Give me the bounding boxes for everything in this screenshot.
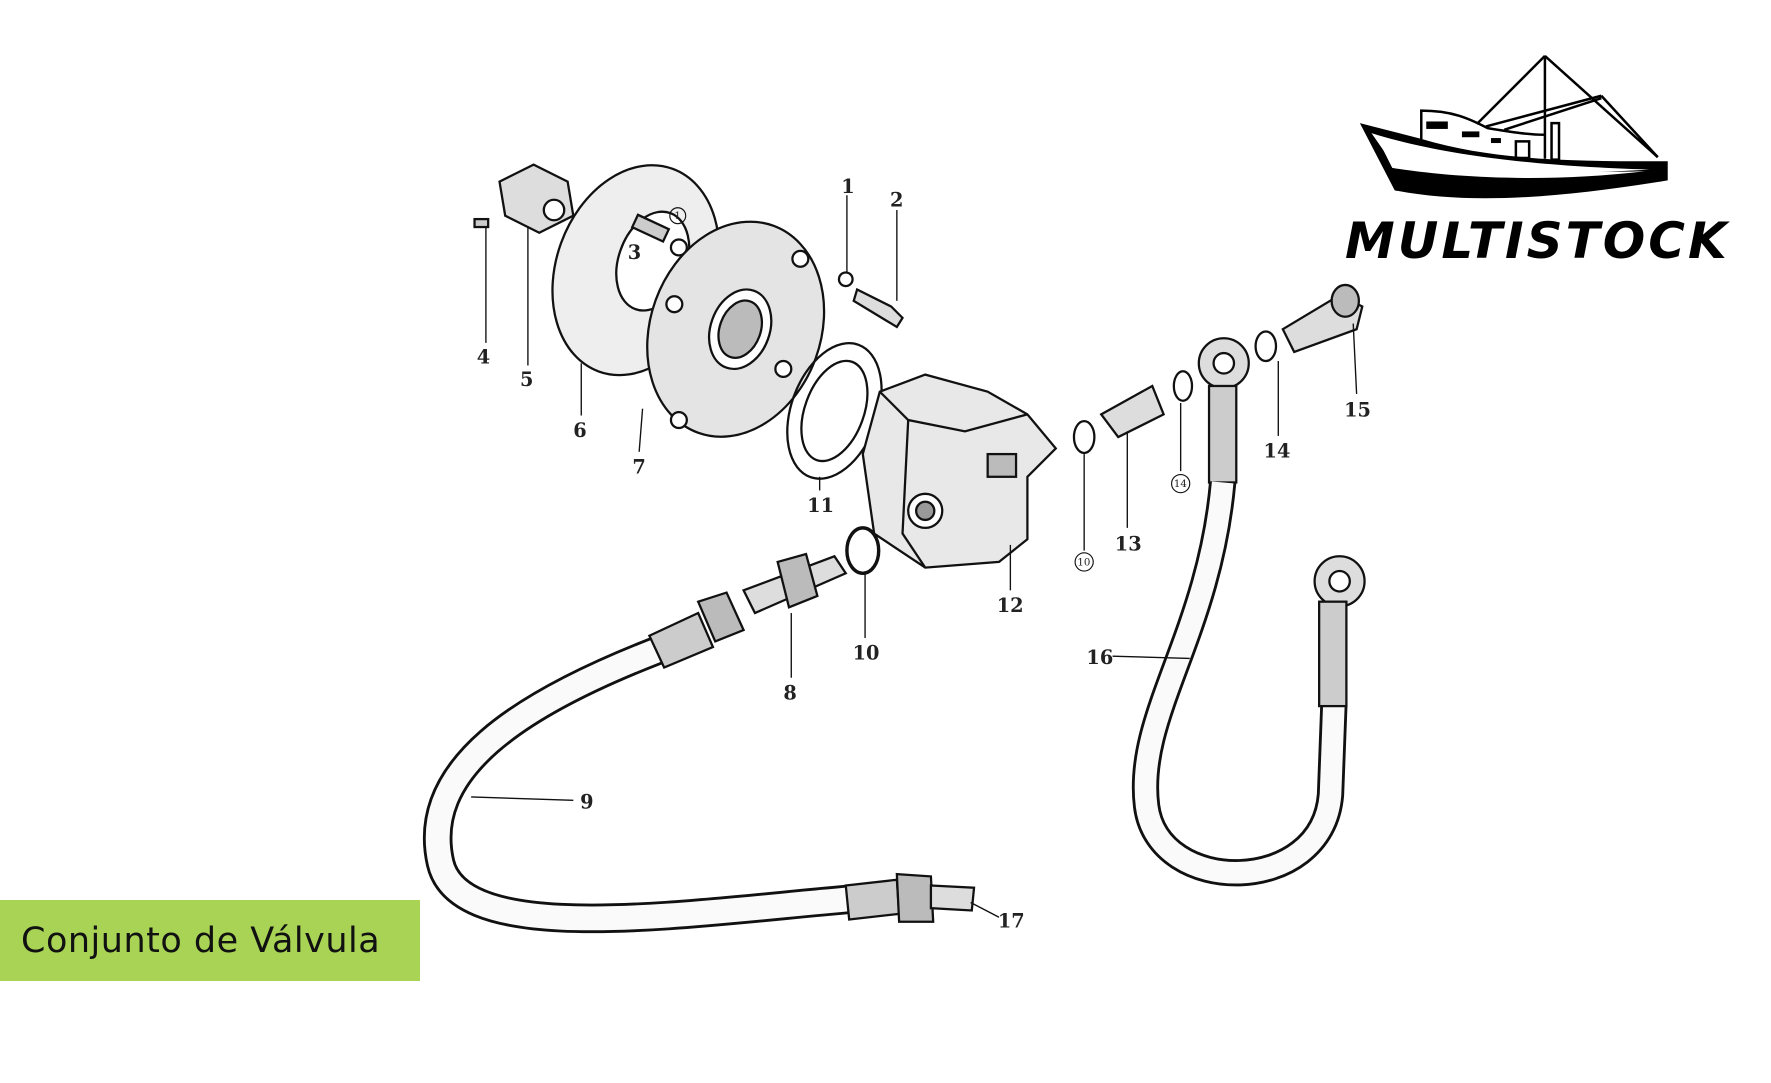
part-number-8: 8 <box>783 681 796 704</box>
circled-ref-10: 10 <box>1077 557 1090 568</box>
part-8-union <box>696 552 848 643</box>
brand-name: MULTISTOCK <box>1345 212 1730 270</box>
part-number-3: 3 <box>628 241 641 264</box>
part-number-7: 7 <box>632 455 645 478</box>
part-number-10: 10 <box>853 642 880 665</box>
part-16-hose <box>1131 337 1366 887</box>
part-9-hose <box>422 611 976 934</box>
page-title: Conjunto de Válvula <box>21 920 381 961</box>
part-number-14: 14 <box>1264 439 1291 462</box>
part-number-6: 6 <box>573 419 586 442</box>
part-number-11: 11 <box>807 494 834 517</box>
fishing-boat-icon <box>1359 54 1668 199</box>
title-banner: Conjunto de Válvula <box>0 900 420 981</box>
circled-ref-14: 14 <box>1174 479 1187 490</box>
part-number-5: 5 <box>520 368 533 391</box>
part-number-17: 17 <box>998 909 1025 932</box>
part-number-4: 4 <box>477 345 490 368</box>
part-5-fitting <box>473 163 575 234</box>
part-number-9: 9 <box>580 790 593 813</box>
part-number-2: 2 <box>890 189 903 212</box>
part-number-13: 13 <box>1115 533 1142 556</box>
part-12-pump-body <box>861 373 1058 569</box>
part-number-15: 15 <box>1344 399 1371 422</box>
circled-ref-1: 1 <box>674 211 681 222</box>
part-number-12: 12 <box>997 594 1024 617</box>
part-number-1: 1 <box>841 175 854 198</box>
part-number-16: 16 <box>1086 646 1113 669</box>
